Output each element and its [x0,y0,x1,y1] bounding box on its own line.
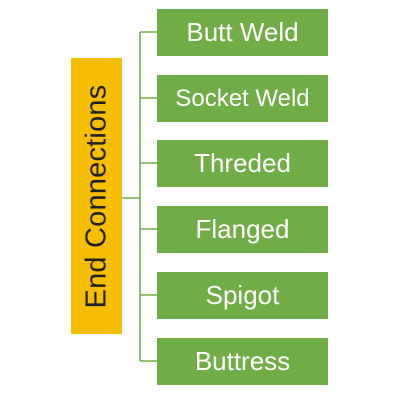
child-node-buttress: Buttress [157,338,328,385]
child-node-socket-weld: Socket Weld [157,75,328,122]
child-node-label: Threded [194,148,291,178]
child-node-label: Spigot [205,280,280,310]
child-node-label: Flanged [195,214,290,244]
root-node-end-connections: End Connections [71,58,122,334]
child-node-butt-weld: Butt Weld [157,9,328,56]
child-node-label: Buttress [194,346,291,376]
child-node-label: Socket Weld [175,84,310,112]
child-node-label: Butt Weld [186,17,299,47]
child-node-threded: Threded [157,140,328,187]
child-node-flanged: Flanged [157,206,328,253]
child-node-spigot: Spigot [157,272,328,319]
root-node-label: End Connections [80,84,112,308]
